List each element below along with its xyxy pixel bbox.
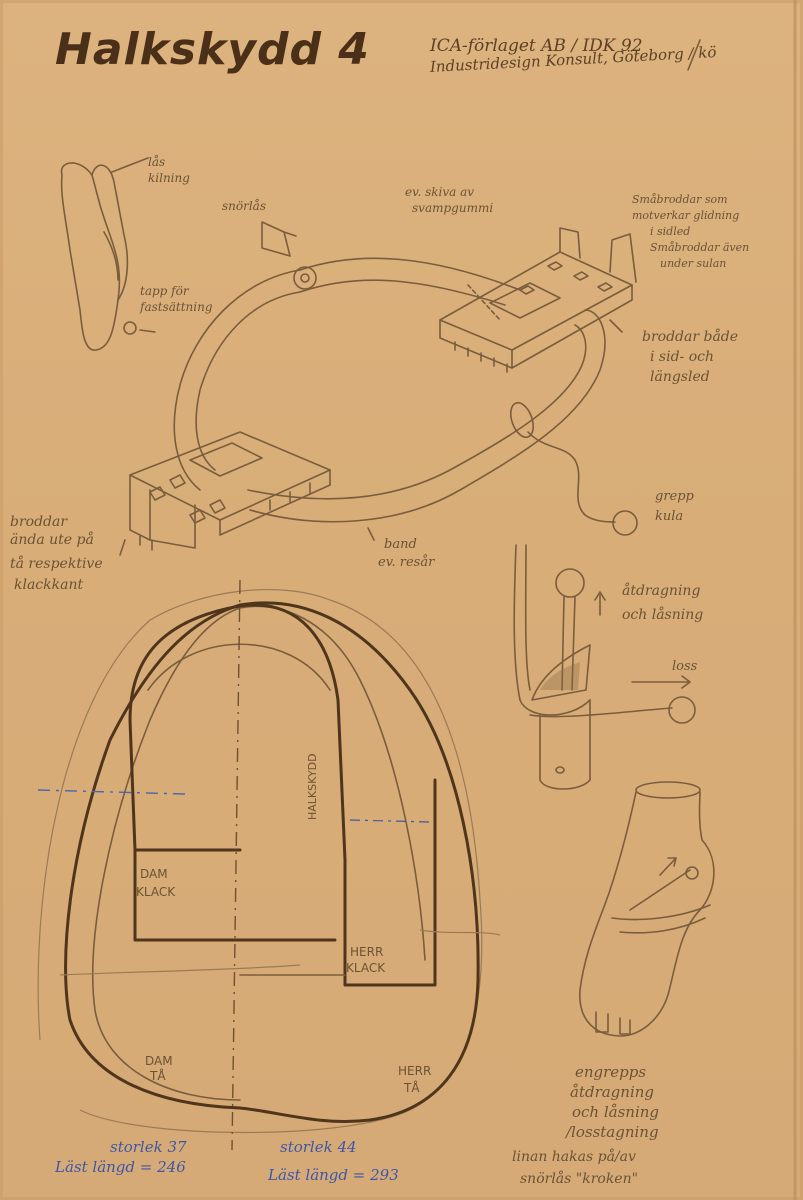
note-engrepps: engrepps bbox=[575, 1063, 647, 1081]
note-smabroddar-3: i sidled bbox=[650, 225, 691, 238]
note-smabroddar-5: under sulan bbox=[660, 257, 727, 270]
note-kula: kula bbox=[655, 509, 684, 524]
label-dam: DAM bbox=[140, 867, 168, 881]
note-ta-respektive: tå respektive bbox=[10, 556, 103, 572]
label-klack: KLACK bbox=[136, 885, 176, 899]
note-snorlas: snörlås bbox=[222, 199, 266, 213]
note-broddar: broddar bbox=[10, 514, 68, 530]
note-broddar-bade-2: i sid- och bbox=[650, 349, 715, 365]
note-klackkant: klackkant bbox=[14, 577, 84, 593]
note-grepp: grepp bbox=[655, 489, 694, 504]
length-right: Läst längd = 293 bbox=[268, 1166, 399, 1184]
size-left: storlek 37 bbox=[110, 1138, 187, 1156]
lock-clip-sketch bbox=[60, 157, 156, 351]
note-broddar-bade-3: längsled bbox=[650, 369, 710, 385]
note-och-lasning: och låsning bbox=[622, 607, 704, 623]
note-loss: loss bbox=[672, 659, 698, 674]
buckle-mechanism-sketch bbox=[513, 544, 696, 790]
note-broddar-bade-1: broddar både bbox=[642, 329, 739, 345]
label-dam-ta: DAM bbox=[145, 1054, 173, 1068]
label-herr: HERR bbox=[350, 945, 384, 959]
sole-outline-drawing bbox=[37, 579, 501, 1151]
note-resar: ev. resår bbox=[378, 555, 435, 570]
note-band: band bbox=[384, 537, 417, 552]
note-engrepps-4: /losstagning bbox=[566, 1123, 659, 1141]
length-left: Läst längd = 246 bbox=[55, 1158, 186, 1176]
size-right: storlek 44 bbox=[280, 1138, 357, 1156]
note-svampgummi: svampgummi bbox=[412, 201, 494, 215]
label-herr-ta: HERR bbox=[398, 1064, 432, 1078]
note-ande: ända ute på bbox=[10, 532, 94, 548]
note-engrepps-6: snörlås "kroken" bbox=[520, 1171, 639, 1187]
label-herr-klack: KLACK bbox=[346, 961, 386, 975]
label-ta: TÅ bbox=[150, 1069, 166, 1083]
note-fastsattning: fastsättning bbox=[140, 300, 213, 314]
page-title: Halkskydd 4 bbox=[55, 24, 370, 75]
note-skiva: ev. skiva av bbox=[405, 185, 475, 199]
header-publisher: ICA-förlaget AB / IDK 92 bbox=[430, 36, 643, 56]
note-las: lås bbox=[148, 155, 166, 169]
shoe-sketch bbox=[579, 781, 715, 1037]
note-tapp: tapp för bbox=[140, 284, 189, 298]
note-engrepps-5: linan hakas på/av bbox=[512, 1149, 636, 1165]
note-kilning: kilning bbox=[148, 171, 190, 185]
note-smabroddar-4: Småbroddar även bbox=[650, 241, 750, 254]
note-engrepps-2: åtdragning bbox=[570, 1083, 655, 1101]
note-smabroddar-1: Småbroddar som bbox=[632, 193, 728, 206]
note-smabroddar-2: motverkar glidning bbox=[632, 209, 740, 222]
label-herr-ta-2: TÅ bbox=[404, 1081, 420, 1095]
harness-sketch bbox=[129, 221, 638, 551]
note-engrepps-3: och låsning bbox=[572, 1103, 660, 1121]
label-halkskydd: HALKSKYDD bbox=[306, 753, 319, 820]
note-atdragning: åtdragning bbox=[622, 583, 701, 599]
